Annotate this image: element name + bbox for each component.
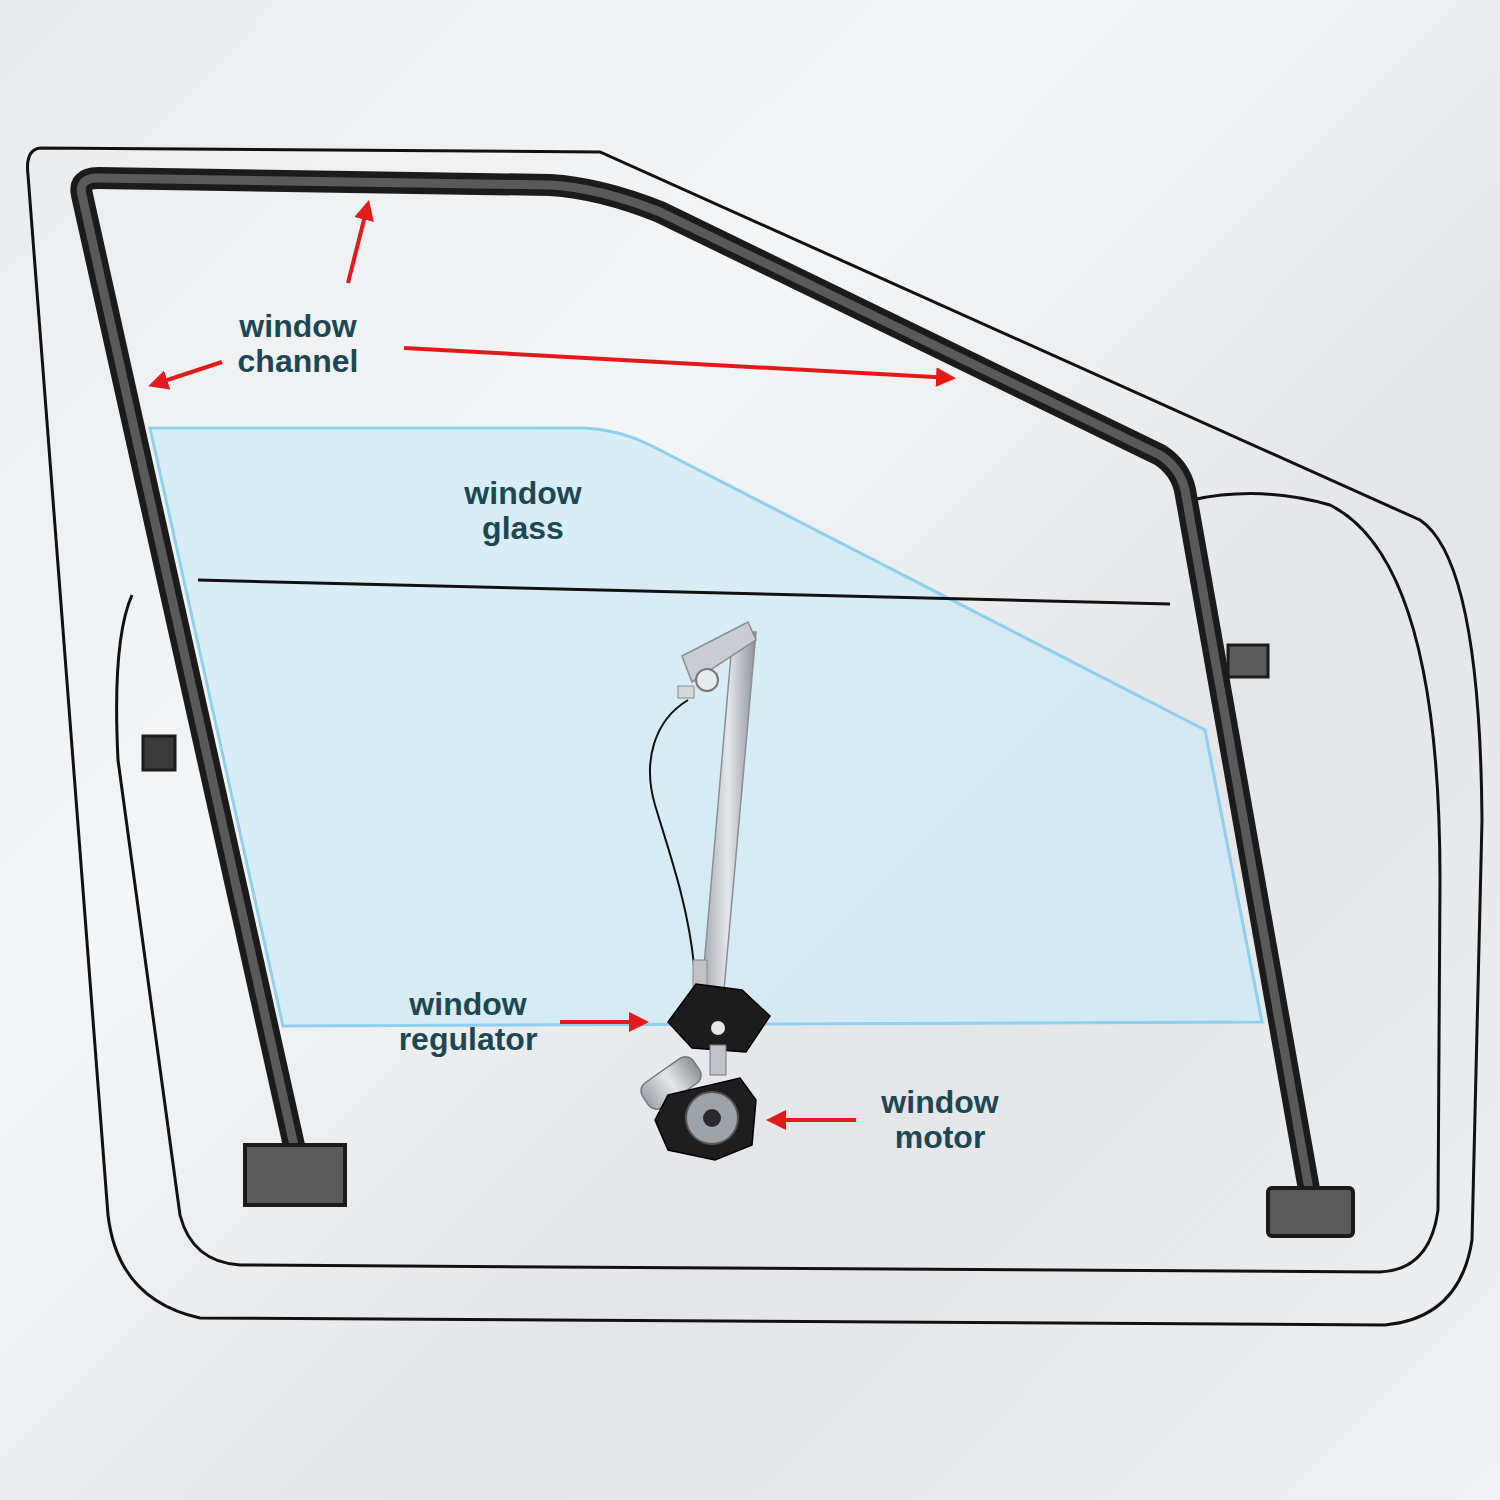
- window-regulator: [650, 622, 770, 1075]
- part-label: window glass: [448, 476, 598, 545]
- part-label: window motor: [865, 1085, 1015, 1154]
- window-channel: [81, 178, 1353, 1236]
- leader-arrows: [152, 204, 952, 1120]
- belt-line: [198, 580, 1170, 604]
- door-outline: [28, 148, 1483, 1325]
- window-glass: [150, 428, 1262, 1026]
- part-label: window channel: [208, 309, 388, 378]
- window-motor: [637, 1053, 756, 1160]
- part-label: window regulator: [368, 987, 568, 1056]
